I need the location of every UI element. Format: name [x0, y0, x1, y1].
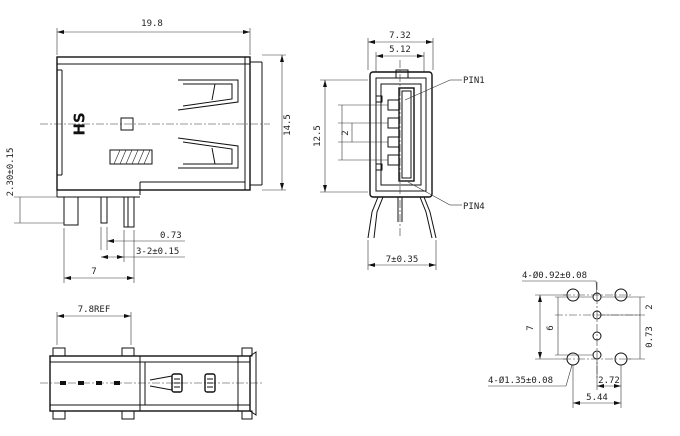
footprint-dim-272: 2.72 — [598, 376, 620, 386]
pin4-label: PIN4 — [463, 202, 485, 212]
large-holes-label: 4-Ø1.35±0.08 — [488, 375, 553, 386]
ref-dim-label: 7.8REF — [78, 305, 111, 315]
leg-span-label: 7±0.35 — [386, 255, 419, 265]
front-pitch-label: 2 — [341, 130, 351, 135]
pin-offset-label: 2.30±0.15 — [6, 148, 16, 197]
footprint-dim-073: 0.73 — [645, 326, 655, 348]
pin-width-label: 0.73 — [160, 231, 182, 241]
footprint-dim-6: 6 — [546, 325, 556, 330]
pcb-footprint: 4-Ø0.92±0.08 4-Ø1.35±0.08 7 6 — [488, 270, 655, 408]
side-width-label: 19.8 — [141, 19, 163, 29]
footprint-dim-2: 2 — [645, 304, 655, 309]
brand-mark: HS — [71, 112, 89, 135]
front-inner-width-label: 5.12 — [389, 45, 411, 55]
pin-span-label: 7 — [91, 267, 96, 277]
footprint-dim-544: 5.44 — [586, 393, 608, 403]
front-view: 7.32 5.12 12.5 — [313, 31, 485, 270]
top-view: 7.8REF — [40, 305, 262, 420]
side-view: 19.8 HS — [6, 19, 293, 283]
side-height-label: 14.5 — [283, 114, 293, 136]
small-holes-label: 4-Ø0.92±0.08 — [522, 270, 587, 281]
footprint-dim-7: 7 — [526, 325, 536, 330]
front-height-label: 12.5 — [313, 125, 323, 147]
front-outer-width-label: 7.32 — [389, 31, 411, 41]
pin-pitch-label: 3-2±0.15 — [136, 247, 179, 257]
pin1-label: PIN1 — [463, 76, 485, 86]
